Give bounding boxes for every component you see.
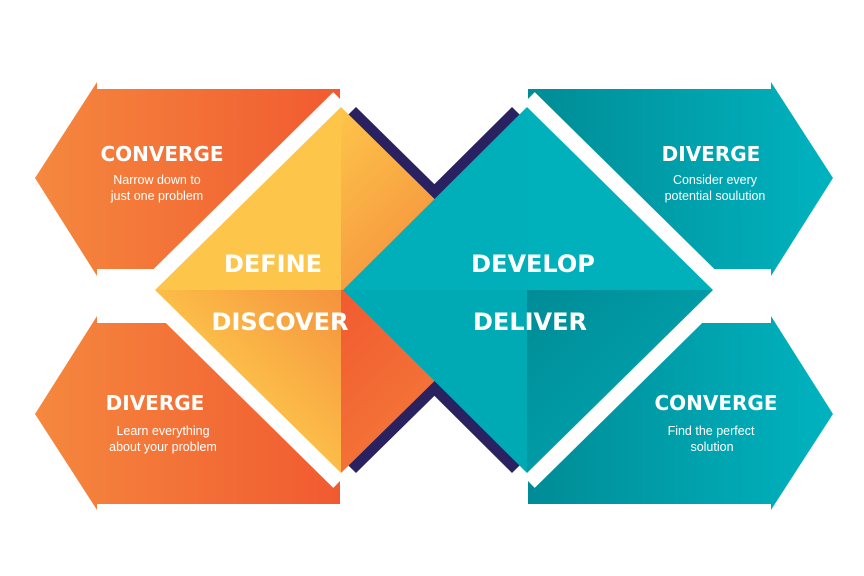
- discover-label: DISCOVER: [212, 308, 349, 336]
- top-right-heading: DIVERGE: [662, 142, 761, 166]
- bottom-left-line2: about your problem: [109, 440, 217, 454]
- bottom-right-heading: CONVERGE: [654, 391, 777, 415]
- white-gap-left: [132, 92, 349, 488]
- top-left-line1: Narrow down to: [113, 173, 201, 187]
- deliver-label: DELIVER: [473, 308, 587, 336]
- bottom-right-line2: solution: [690, 440, 733, 454]
- bottom-left-heading: DIVERGE: [106, 391, 205, 415]
- develop-label: DEVELOP: [471, 250, 595, 278]
- top-left-heading: CONVERGE: [100, 142, 223, 166]
- top-right-line2: potential soulution: [665, 189, 766, 203]
- define-label: DEFINE: [224, 250, 322, 278]
- top-right-line1: Consider every: [673, 173, 758, 187]
- white-gap-right: [519, 92, 736, 488]
- top-left-line2: just one problem: [110, 189, 203, 203]
- bottom-left-line1: Learn everything: [116, 424, 209, 438]
- develop-deliver-diamond: [343, 107, 713, 473]
- bottom-right-line1: Find the perfect: [668, 424, 755, 438]
